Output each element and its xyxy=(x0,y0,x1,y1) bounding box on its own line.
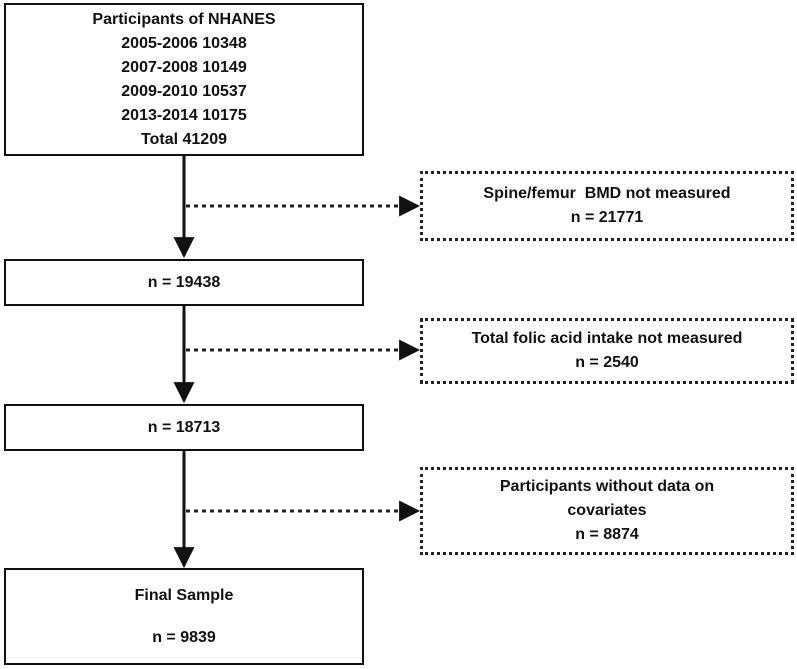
box-participants-title: Participants of NHANES xyxy=(92,10,276,28)
box-n2: n = 18713 xyxy=(4,404,364,451)
exclusion-box-folic-acid: Total folic acid intake not measured n =… xyxy=(420,318,794,384)
exclusion-covariates-label-2: covariates xyxy=(567,502,647,519)
box-n2-count: n = 18713 xyxy=(147,418,221,436)
box-participants-cycle-2: 2007-2008 10149 xyxy=(121,58,247,76)
exclusion-bmd-count: n = 21771 xyxy=(570,209,644,226)
exclusion-box-covariates: Participants without data on covariates … xyxy=(420,467,794,555)
exclusion-folic-count: n = 2540 xyxy=(575,354,639,371)
box-participants-cycle-4: 2013-2014 10175 xyxy=(121,106,247,124)
box-final-count: n = 9839 xyxy=(152,628,216,646)
box-final-sample: Final Sample n = 9839 xyxy=(4,568,364,665)
box-n1: n = 19438 xyxy=(4,259,364,306)
exclusion-bmd-label: Spine/femur BMD not measured xyxy=(483,185,731,202)
exclusion-folic-label: Total folic acid intake not measured xyxy=(471,330,743,347)
exclusion-box-bmd: Spine/femur BMD not measured n = 21771 xyxy=(420,171,794,241)
box-participants: Participants of NHANES 2005-2006 10348 2… xyxy=(4,3,364,156)
exclusion-covariates-label: Participants without data on xyxy=(499,478,715,495)
box-participants-total: Total 41209 xyxy=(141,130,227,148)
box-participants-cycle-1: 2005-2006 10348 xyxy=(121,34,247,52)
box-n1-count: n = 19438 xyxy=(147,273,221,291)
box-final-title: Final Sample xyxy=(134,586,234,604)
exclusion-covariates-count: n = 8874 xyxy=(575,526,639,543)
box-participants-cycle-3: 2009-2010 10537 xyxy=(121,82,247,100)
